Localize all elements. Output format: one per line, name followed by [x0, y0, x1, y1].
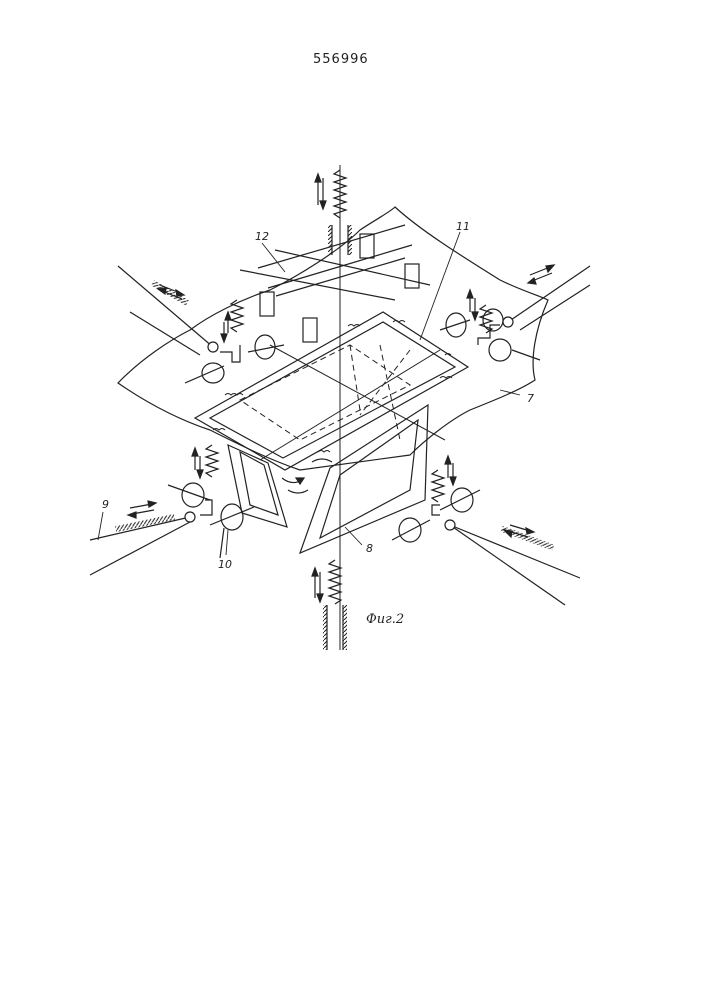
bottom-spring [323, 560, 347, 650]
figure-caption: Фиг.2 [366, 612, 404, 627]
label-9: 9 [102, 498, 109, 511]
top-arrow-icon [315, 174, 326, 209]
actuator-lower-left [90, 445, 254, 575]
label-7: 7 [527, 392, 534, 405]
lower-right-arrow-icon [445, 456, 534, 537]
label-12: 12 [255, 230, 269, 243]
upper-left-arrow-icon [158, 285, 231, 342]
label-10: 10 [218, 558, 232, 571]
rotation-arrow-icon [282, 459, 332, 493]
label-8: 8 [366, 542, 373, 555]
bottom-arrow-icon [312, 568, 323, 602]
actuator-upper-right [440, 266, 590, 361]
actuator-lower-right [392, 470, 580, 605]
label-11: 11 [456, 220, 470, 233]
upper-right-arrow-icon [467, 265, 554, 320]
actuator-upper-left [118, 266, 284, 383]
hopper-8 [228, 405, 428, 553]
